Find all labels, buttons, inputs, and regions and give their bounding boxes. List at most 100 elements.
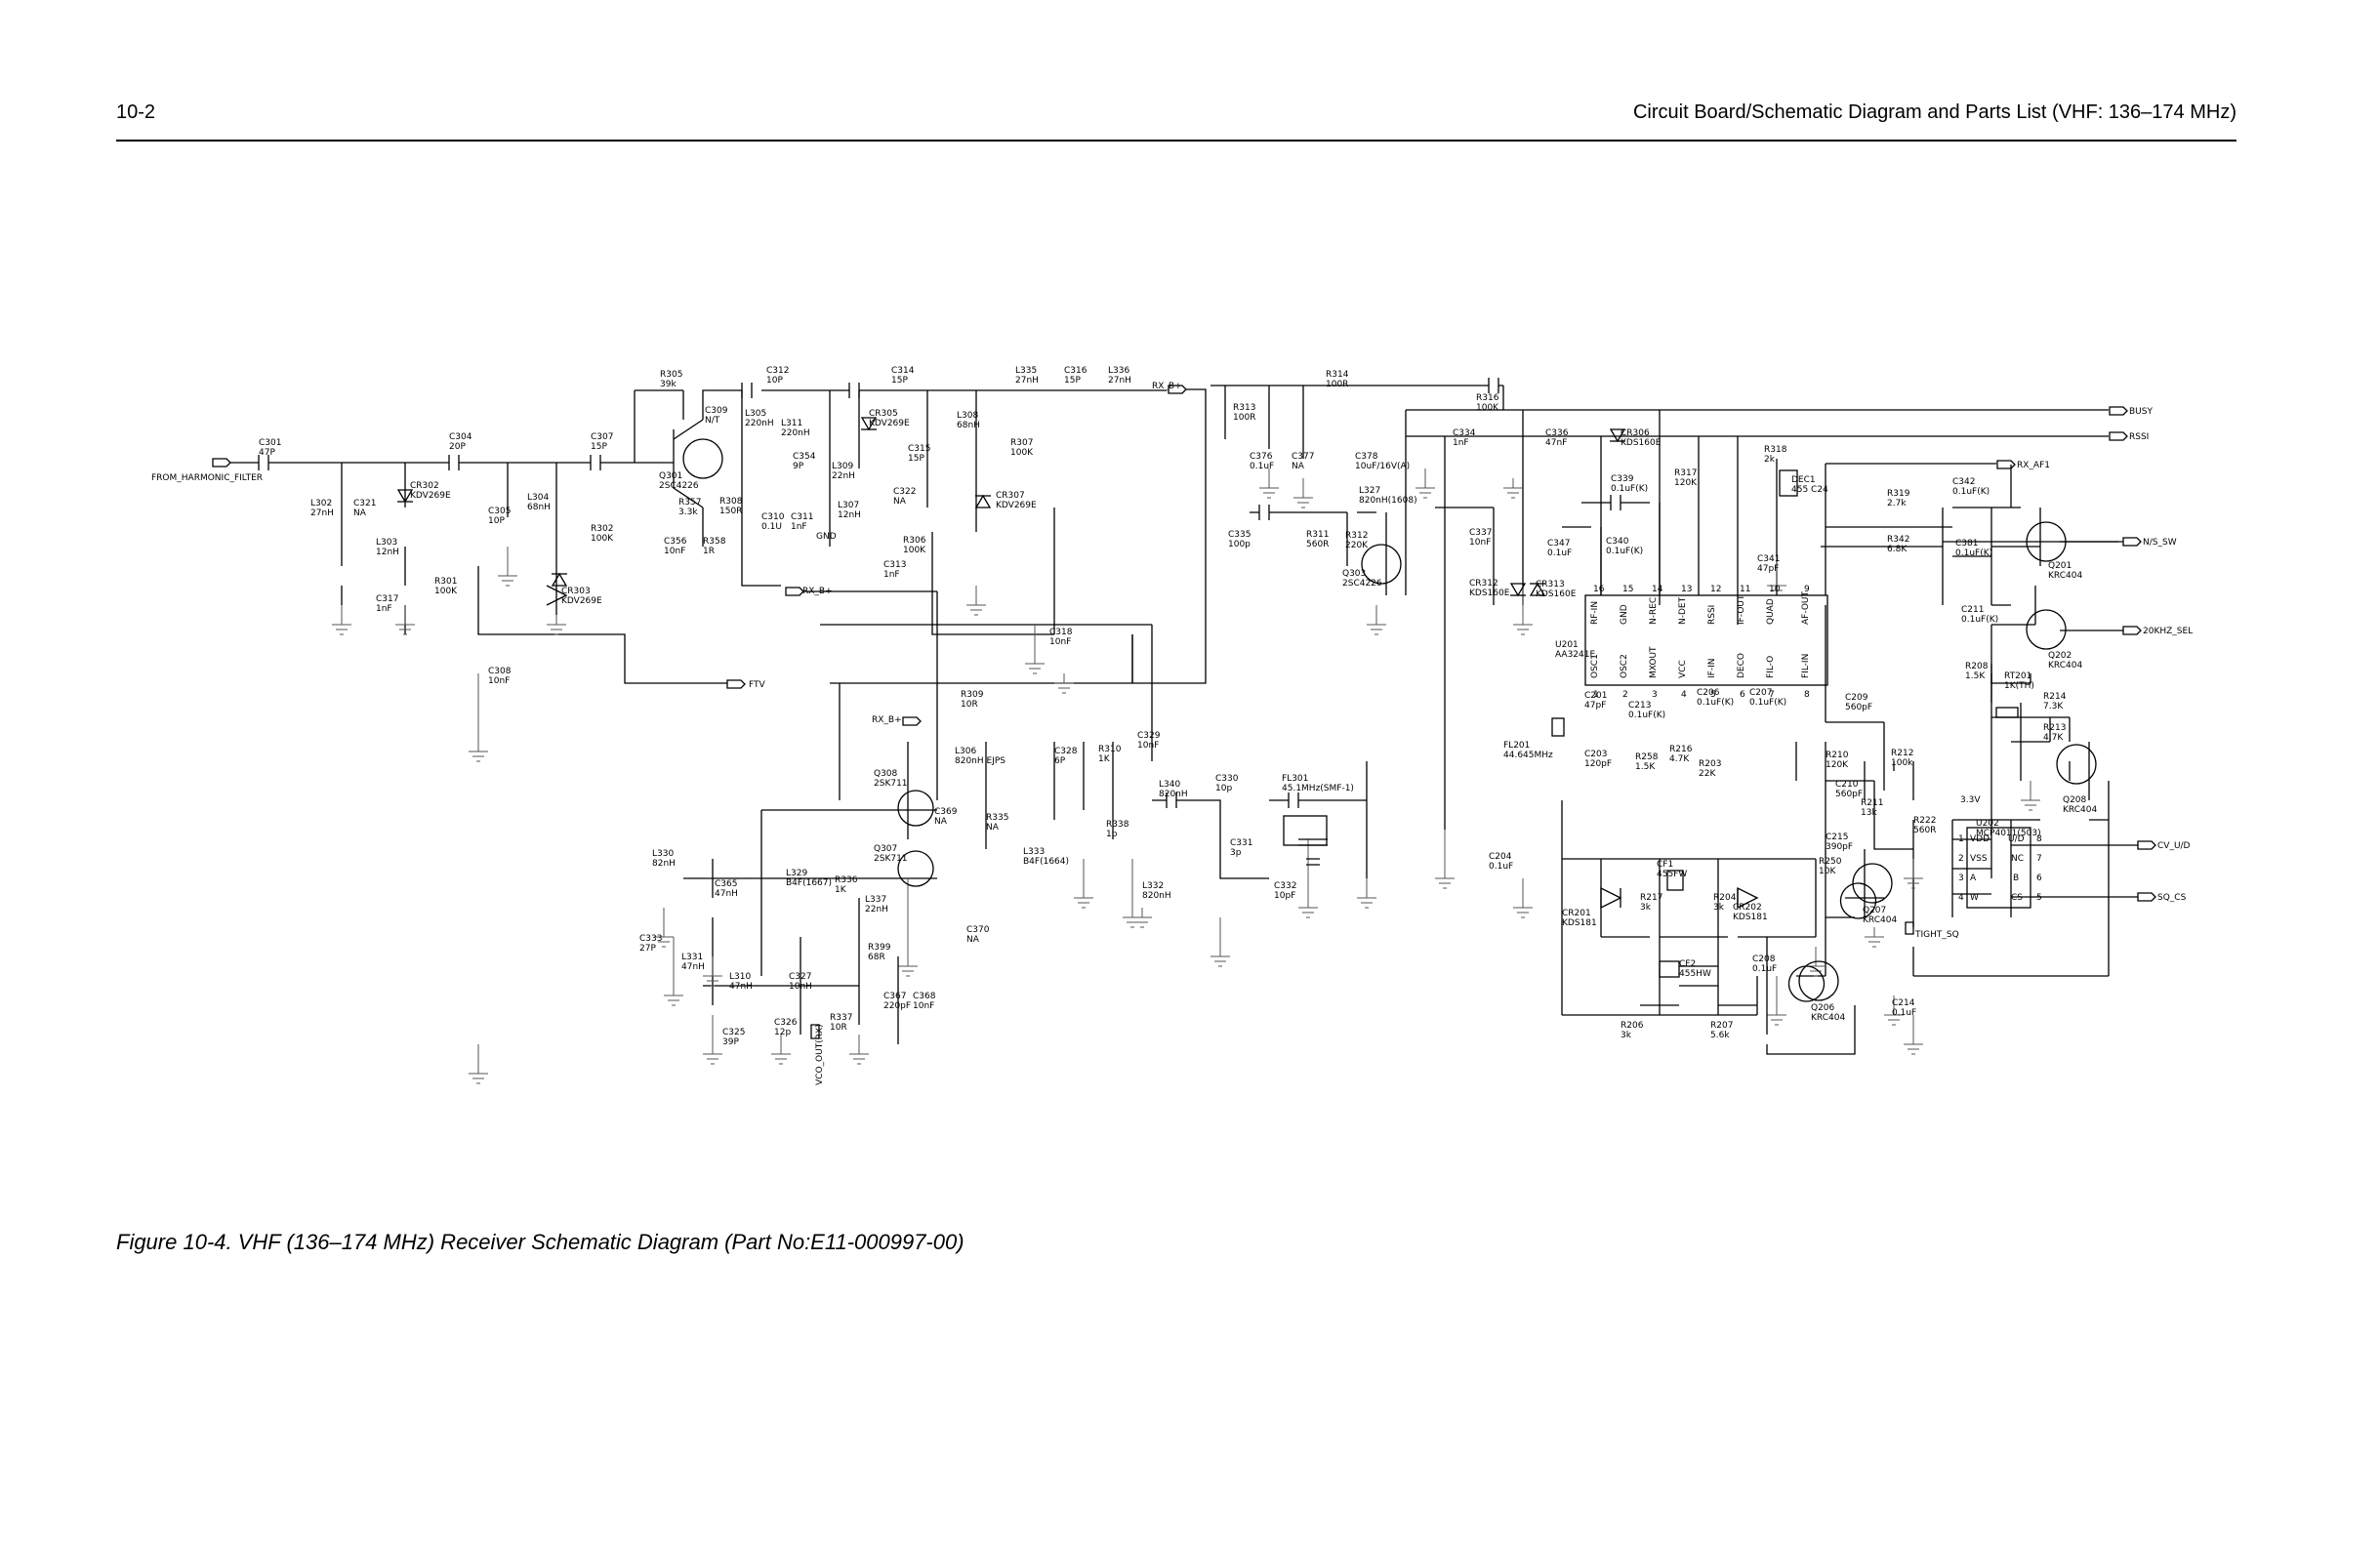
u202-pin-b: B [2013, 874, 2019, 883]
component-ref-c213: C213 [1628, 701, 1651, 711]
u201-pin-rssi: RSSI [1707, 605, 1717, 625]
component-ref-c334: C334 [1453, 428, 1476, 438]
component-ref-cr306: CR306 [1621, 428, 1650, 438]
page-number: 10-2 [116, 102, 156, 123]
component-ref-l304: L304 [527, 493, 549, 503]
component-value-l327: 820nH(1608) [1359, 496, 1417, 506]
component-ref-c313: C313 [883, 560, 906, 570]
mixer-wiring [664, 590, 1368, 1065]
component-ref-c354: C354 [793, 452, 816, 462]
component-value-r207: 5.6k [1710, 1031, 1730, 1040]
u201-pin-6: 6 [1740, 690, 1745, 700]
component-ref-r222: R222 [1913, 816, 1936, 826]
component-value-r316: 100K [1476, 403, 1499, 413]
component-value-r217: 3k [1640, 903, 1652, 913]
component-value-l309: 22nH [832, 471, 855, 481]
component-ref-c341: C341 [1757, 554, 1780, 564]
component-value-c376: 0.1uF [1250, 462, 1274, 471]
component-value-c208: 0.1uF [1752, 964, 1777, 974]
component-value-u202: MCP4011(503) [1976, 829, 2041, 838]
component-ref-r210: R210 [1826, 751, 1849, 760]
component-ref-cr303: CR303 [561, 587, 591, 596]
component-value-c340: 0.1uF(K) [1606, 547, 1643, 556]
component-value-c203: 120pF [1584, 759, 1612, 769]
port-20khz-sel: 20KHZ_SEL [2143, 627, 2193, 636]
component-value-cr306: KDS160E [1621, 438, 1662, 448]
component-value-c335: 100p [1228, 540, 1251, 549]
component-value-l333: B4F(1664) [1023, 857, 1069, 867]
port-tight-sq: TIGHT_SQ [1914, 930, 1959, 940]
component-value-l329: B4F(1667) [786, 878, 832, 888]
component-value-dec1: 455 C24 [1791, 485, 1828, 495]
component-ref-c330: C330 [1215, 774, 1239, 784]
u202-pin-1: 1 [1958, 834, 1964, 844]
component-value-c337: 10nF [1469, 538, 1491, 548]
component-ref-q308: Q308 [874, 769, 898, 779]
component-ref-dec1: DEC1 [1791, 475, 1816, 485]
component-value-r314: 100R [1326, 380, 1348, 389]
port-gnd: GND [816, 532, 837, 542]
component-value-l304: 68nH [527, 503, 551, 512]
component-value-u201: AA3241E [1555, 650, 1595, 660]
component-ref-l305: L305 [745, 409, 766, 419]
component-value-cr303: KDV269E [561, 596, 602, 606]
component-ref-r305: R305 [660, 370, 682, 380]
u202-pin-a: A [1970, 874, 1977, 883]
component-value-q303: 2SC4226 [1342, 579, 1382, 589]
component-value-q202: KRC404 [2048, 661, 2082, 670]
ic-u201-body [1584, 594, 1828, 686]
u202-pin-w: W [1970, 893, 1979, 903]
component-ref-r250: R250 [1819, 857, 1842, 867]
component-ref-c321: C321 [353, 499, 376, 508]
component-ref-r206: R206 [1621, 1021, 1644, 1031]
component-value-r208: 1.5K [1965, 671, 1986, 681]
component-value-cf1: 455FW [1657, 870, 1687, 879]
component-ref-r204: R204 [1713, 893, 1737, 903]
u201-pin-mxout: MXOUT [1649, 646, 1659, 678]
u202-pin-5: 5 [2036, 893, 2042, 903]
port-sq-cs: SQ_CS [2157, 893, 2187, 903]
component-value-r310: 1K [1098, 754, 1111, 764]
component-value-c211: 0.1uF(K) [1961, 615, 1998, 625]
component-ref-r307: R307 [1010, 438, 1033, 448]
component-ref-r309: R309 [961, 690, 984, 700]
component-ref-c214: C214 [1892, 998, 1915, 1008]
component-value-c332: 10pF [1274, 891, 1295, 901]
u202-pin-6: 6 [2036, 874, 2042, 883]
component-ref-c332: C332 [1274, 881, 1296, 891]
component-ref-c370: C370 [966, 925, 990, 935]
component-ref-c326: C326 [774, 1018, 798, 1028]
component-value-c204: 0.1uF [1489, 862, 1513, 872]
port-labels: FROM_HARMONIC_FILTER RX_B+ RX_B+ RX_B+ F… [151, 382, 2193, 1085]
component-ref-q206: Q206 [1811, 1003, 1835, 1013]
component-value-r222: 560R [1913, 826, 1936, 835]
component-value-l303: 12nH [376, 548, 399, 557]
component-ref-cr202: CR202 [1733, 903, 1762, 913]
component-value-r317: 120K [1674, 478, 1698, 488]
component-value-l331: 47nH [681, 962, 705, 972]
component-ref-l307: L307 [838, 501, 859, 510]
component-value-c365: 47nH [715, 889, 738, 899]
component-value-r301: 100K [434, 587, 458, 596]
u202-pin-4: 4 [1958, 893, 1964, 903]
component-value-c215: 390pF [1826, 842, 1853, 852]
ic-u202-body [1966, 827, 2031, 909]
component-value-c334: 1nF [1453, 438, 1469, 448]
component-value-l337: 22nH [865, 905, 888, 914]
u201-pin-3: 3 [1652, 690, 1658, 700]
component-value-l310: 47nH [729, 982, 753, 992]
component-value-c304: 20P [449, 442, 466, 452]
component-ref-r203: R203 [1699, 759, 1721, 769]
component-value-c311: 1nF [791, 522, 807, 532]
component-ref-r316: R316 [1476, 393, 1499, 403]
component-value-cr307: KDV269E [996, 501, 1037, 510]
port-vco-out: VCO_OUT(RX) [815, 1024, 825, 1085]
port-ftv: FTV [749, 680, 766, 690]
component-ref-c317: C317 [376, 594, 398, 604]
component-value-r204: 3k [1713, 903, 1725, 913]
port-n-s-sw: N/S_SW [2143, 538, 2177, 548]
component-ref-l306: L306 [955, 747, 976, 756]
component-ref-r313: R313 [1233, 403, 1255, 413]
fl301-filter [1283, 815, 1328, 846]
